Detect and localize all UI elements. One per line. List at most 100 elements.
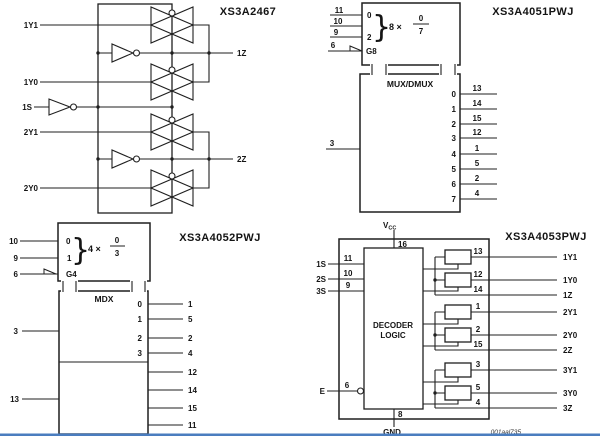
svg-text:2: 2: [452, 120, 457, 129]
pin-label-1s: 1S: [22, 103, 32, 112]
pin-label-1y0: 1Y0: [24, 78, 39, 87]
svg-text:1: 1: [476, 302, 481, 311]
select-range-top: 0: [367, 11, 372, 20]
select-pin-10: 10: [9, 237, 18, 246]
select-range-bottom: 2: [367, 33, 372, 42]
channel-labels: 0 1 1 5 2 2 3 4 12 14 15 11: [138, 300, 198, 430]
svg-text:3: 3: [138, 349, 143, 358]
svg-text:12: 12: [474, 270, 483, 279]
inverter1-icon: [111, 43, 135, 63]
svg-text:0: 0: [138, 300, 143, 309]
svg-text:4: 4: [188, 349, 193, 358]
frac-numerator: 0: [115, 236, 120, 245]
svg-text:13: 13: [474, 247, 483, 256]
select-pin-11: 11: [335, 6, 344, 15]
svg-text:14: 14: [188, 386, 197, 395]
svg-text:4: 4: [475, 189, 480, 198]
pin-label-1z: 1Z: [237, 49, 246, 58]
inverter2-icon: [111, 149, 135, 169]
channel-labels: 0 13 1 14 2 15 3 12 4 1 5 5 6 2 7 4: [452, 84, 482, 204]
panel-title: XS3A4052PWJ: [179, 232, 260, 244]
block-label: MUX/DMUX: [387, 79, 434, 89]
svg-text:7: 7: [452, 195, 457, 204]
pin-label-2y1: 2Y1: [24, 128, 39, 137]
svg-text:3: 3: [476, 360, 481, 369]
svg-text:1: 1: [452, 105, 457, 114]
enable-pin: 6: [14, 270, 19, 279]
mux-outline-and-wires: [326, 2, 497, 213]
svg-text:15: 15: [188, 404, 197, 413]
pin-label-2y0: 2Y0: [24, 184, 39, 193]
svg-text:1: 1: [138, 315, 143, 324]
weight-label: 8 ×: [389, 22, 402, 32]
enable-pin: 6: [331, 41, 336, 50]
pin-label-1y1: 1Y1: [24, 21, 39, 30]
svg-text:6: 6: [452, 180, 457, 189]
gnd-pin: 8: [398, 410, 403, 419]
gate2-control-bubble-icon: [168, 66, 176, 74]
input-label-1s: 1S: [316, 260, 326, 269]
svg-text:13: 13: [473, 84, 482, 93]
svg-text:5: 5: [452, 165, 457, 174]
common-pin-a: 3: [14, 327, 19, 336]
select-range-top: 0: [66, 237, 71, 246]
switch-group-labels: 13 1Y1 12 1Y0 14 1Z 1 2Y1 2 2Y0 15 2Z 3 …: [474, 247, 578, 413]
outline-and-wires: [327, 230, 557, 427]
panel-title: XS3A4051PWJ: [492, 6, 573, 18]
svg-text:3Y0: 3Y0: [563, 389, 578, 398]
svg-text:5: 5: [188, 315, 193, 324]
svg-text:1Y1: 1Y1: [563, 253, 578, 262]
vcc-label: VCC: [383, 221, 396, 232]
svg-text:2Y0: 2Y0: [563, 331, 578, 340]
svg-text:2Z: 2Z: [563, 346, 572, 355]
input-label-3s: 3S: [316, 287, 326, 296]
svg-text:12: 12: [473, 128, 482, 137]
panel-xs3a2467: XS3A2467 1Y1 1Y0 1S 2Y1 2Y0 1Z: [22, 3, 276, 214]
svg-text:4: 4: [476, 398, 481, 407]
enable-label: G8: [366, 47, 377, 56]
svg-text:3Z: 3Z: [563, 404, 572, 413]
select-range-bottom: 1: [67, 254, 72, 263]
svg-text:1Z: 1Z: [563, 291, 572, 300]
brace-glyph: }: [372, 10, 391, 45]
input-label-2s: 2S: [316, 275, 326, 284]
gate3-control-bubble-icon: [168, 116, 176, 124]
panel-xs3a4051pwj: XS3A4051PWJ 11 10 9 0 2 } 8 × 0 7 6 G8 M…: [326, 2, 573, 213]
svg-text:15: 15: [473, 114, 482, 123]
frac-denominator: 3: [115, 249, 120, 258]
select-pin-9: 9: [334, 28, 339, 37]
select-inverter-icon: [48, 98, 72, 116]
enable-label: E: [320, 387, 326, 396]
svg-text:3: 3: [452, 134, 457, 143]
svg-text:15: 15: [474, 340, 483, 349]
svg-text:1: 1: [188, 300, 193, 309]
svg-text:2: 2: [476, 325, 481, 334]
enable-pin: 6: [345, 381, 350, 390]
pin-label-2z: 2Z: [237, 155, 246, 164]
svg-text:4: 4: [452, 150, 457, 159]
select-pin-10: 10: [334, 17, 343, 26]
brace-glyph: }: [71, 233, 90, 268]
enable-label: G4: [66, 270, 77, 279]
common-pin: 3: [330, 139, 335, 148]
panel-title: XS3A2467: [220, 6, 276, 18]
vcc-pin: 16: [398, 240, 407, 249]
figure-reference-code: 001aal735: [491, 429, 522, 436]
panel-xs3a4052pwj: XS3A4052PWJ 10 9 0 1 } 4 × 0 3 6 G4 MDX …: [9, 222, 260, 435]
gate4-control-bubble-icon: [168, 172, 176, 180]
select-pin-9: 9: [14, 254, 19, 263]
svg-text:1Y0: 1Y0: [563, 276, 578, 285]
bottom-border: [0, 433, 600, 436]
svg-text:2: 2: [475, 174, 480, 183]
svg-text:5: 5: [476, 383, 481, 392]
mux-outline-and-wires: [20, 222, 183, 435]
enable-polarity-arrow-icon: [43, 268, 57, 275]
svg-text:14: 14: [474, 285, 483, 294]
svg-text:1: 1: [475, 144, 480, 153]
svg-text:14: 14: [473, 99, 482, 108]
block-label-line1: DECODER: [373, 321, 413, 330]
gnd-label: GND: [383, 428, 401, 436]
panel-xs3a4053pwj: XS3A4053PWJ VCC 16 1S 11 2S 10: [316, 221, 586, 436]
